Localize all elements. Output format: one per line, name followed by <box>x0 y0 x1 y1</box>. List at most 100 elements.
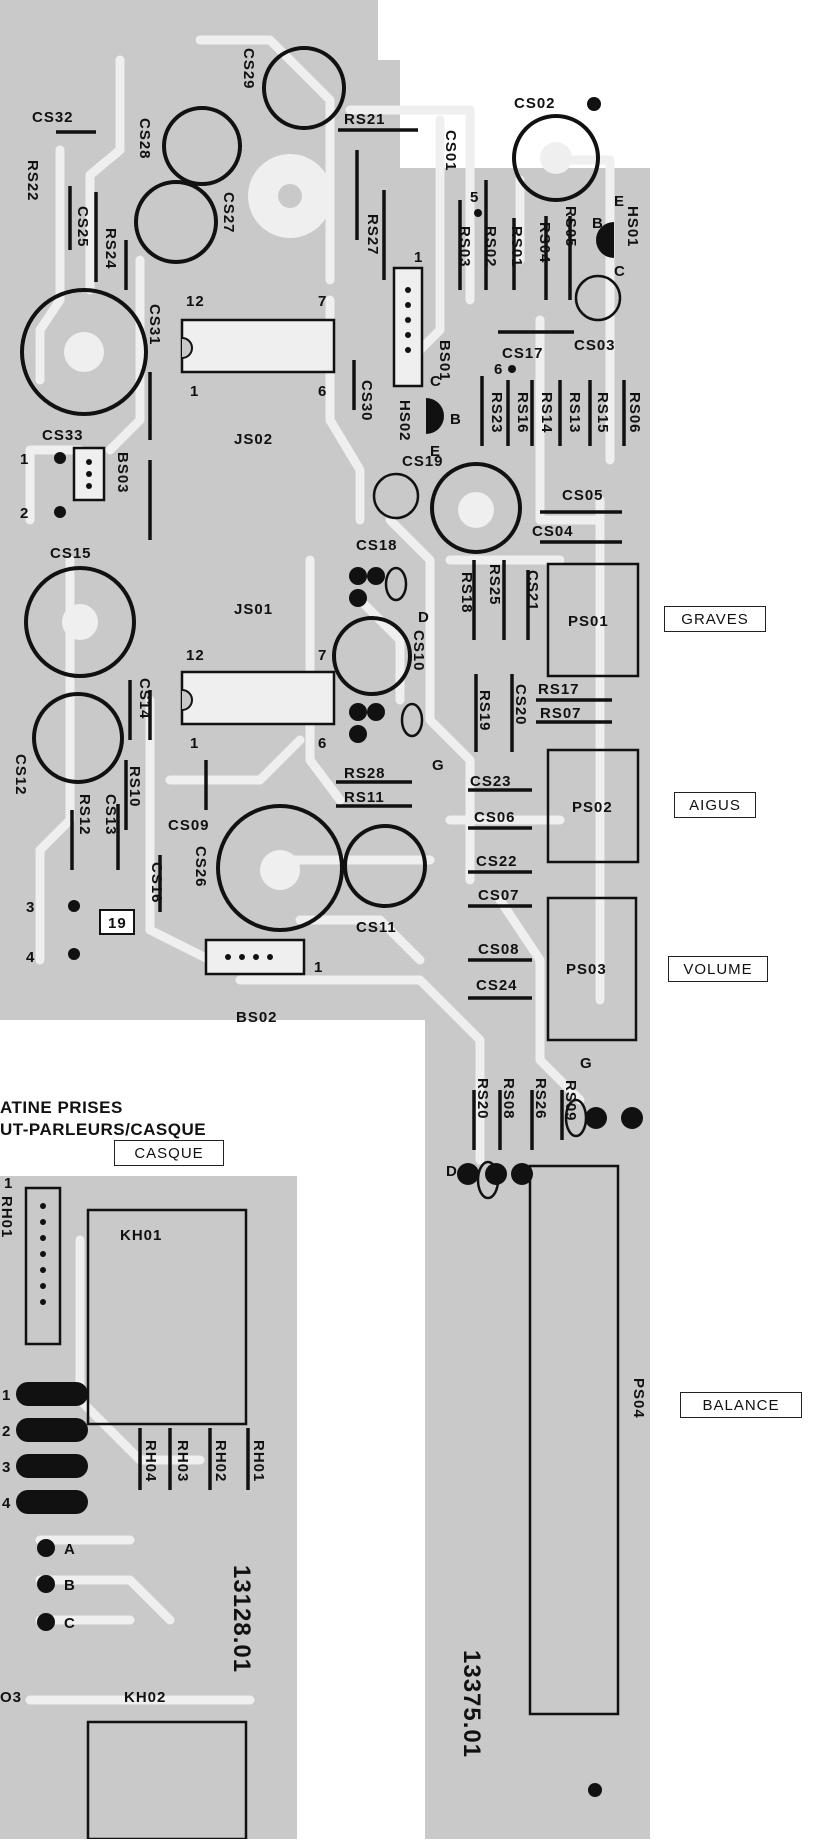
label-kh01: KH01 <box>120 1227 162 1244</box>
label-rs16: RS16 <box>514 392 531 434</box>
pin-6-a: 6 <box>318 383 327 400</box>
pin-5: 5 <box>470 189 479 206</box>
label-rs27: RS27 <box>364 214 381 256</box>
label-badge-19: 19 <box>108 915 127 932</box>
pin-bs01-1: 1 <box>414 249 423 266</box>
label-rs01: RS01 <box>508 226 525 268</box>
pin-12-b: 12 <box>186 647 205 664</box>
pin-d2: D <box>446 1163 458 1180</box>
board-ref-top: 13375.01 <box>458 1650 485 1758</box>
label-cs21: CS21 <box>524 570 541 612</box>
label-cs11: CS11 <box>356 919 397 936</box>
pin-e2: E <box>430 443 441 460</box>
label-cs26: CS26 <box>192 846 209 888</box>
label-hs02: HS02 <box>396 400 413 442</box>
volume-label: VOLUME <box>668 956 768 982</box>
label-cs12: CS12 <box>12 754 29 796</box>
pin-d1: D <box>418 609 430 626</box>
label-cs17: CS17 <box>502 345 544 362</box>
label-rs12: RS12 <box>76 794 93 836</box>
connector-rh <box>24 1186 62 1346</box>
label-rs23: RS23 <box>488 392 505 434</box>
label-rs11: RS11 <box>344 789 385 806</box>
pin-e1: E <box>614 193 625 210</box>
pin-b1: B <box>592 215 604 232</box>
ic-packages <box>180 318 336 726</box>
label-cs22: CS22 <box>476 853 518 870</box>
label-rs14: RS14 <box>538 392 555 434</box>
pot-ps04 <box>528 1164 620 1716</box>
label-cs30: CS30 <box>358 380 375 422</box>
label-rh03: RH03 <box>174 1440 191 1482</box>
label-c: C <box>64 1615 76 1632</box>
label-js02: JS02 <box>234 431 273 448</box>
label-o3: O3 <box>0 1689 22 1706</box>
casque-label: CASQUE <box>114 1140 224 1166</box>
label-rs28: RS28 <box>344 765 386 782</box>
label-a: A <box>64 1541 76 1558</box>
label-cs01: CS01 <box>442 130 459 172</box>
label-rs08: RS08 <box>500 1078 517 1120</box>
label-kh02: KH02 <box>124 1689 166 1706</box>
label-cs32: CS32 <box>32 109 74 126</box>
pin-b2: B <box>450 411 462 428</box>
speaker-terminals <box>16 1382 88 1631</box>
label-rs22: RS22 <box>24 160 41 202</box>
badge-19-box <box>99 909 135 935</box>
row-1: 1 <box>2 1387 11 1404</box>
label-cs25: CS25 <box>74 206 91 248</box>
cap-cs10 <box>332 616 412 696</box>
pin-6: 6 <box>494 361 503 378</box>
label-rs17: RS17 <box>538 681 580 698</box>
label-rs20: RS20 <box>474 1078 491 1120</box>
label-cs20: CS20 <box>512 684 529 726</box>
cap-cs11 <box>343 824 427 908</box>
label-bs02: BS02 <box>236 1009 278 1026</box>
label-cs19: CS19 <box>402 453 444 470</box>
label-ps02: PS02 <box>572 799 613 816</box>
pin-bs02-1: 1 <box>314 959 323 976</box>
jack-kh01 <box>86 1208 248 1426</box>
board-ref-bottom: 13128.01 <box>228 1565 255 1673</box>
label-rs26: RS26 <box>532 1078 549 1120</box>
pin-7-a: 7 <box>318 293 327 310</box>
label-rs24: RS24 <box>102 228 119 270</box>
cap-cs19 <box>430 462 522 554</box>
label-rh04: RH04 <box>142 1440 159 1482</box>
speaker-board-outline <box>0 1176 297 1839</box>
aigus-label: AIGUS <box>674 792 756 818</box>
pot-ps03 <box>546 896 638 1042</box>
label-cs09: CS09 <box>168 817 210 834</box>
cap-cs28 <box>162 106 242 186</box>
pin-6-b: 6 <box>318 735 327 752</box>
pin-out-3: 3 <box>26 899 35 916</box>
label-cs13: CS13 <box>102 794 119 836</box>
label-rs21: RS21 <box>344 111 386 128</box>
cap-cs03 <box>574 274 622 322</box>
label-cs31: CS31 <box>146 304 163 346</box>
label-cs06: CS06 <box>474 809 516 826</box>
label-cs08: CS08 <box>478 941 520 958</box>
graves-label: GRAVES <box>664 606 766 632</box>
pin-cs33-2: 2 <box>20 505 29 522</box>
cap-cs19b <box>372 472 420 520</box>
cap-cs26 <box>216 804 344 932</box>
label-rs15: RS15 <box>594 392 611 434</box>
pin-1-b: 1 <box>190 735 199 752</box>
mounting-dots <box>474 97 602 1797</box>
cap-cs12 <box>32 692 124 784</box>
cap-cs27 <box>134 180 218 264</box>
copper-traces <box>25 35 615 1705</box>
label-rs07: RS07 <box>540 705 582 722</box>
transistor-hs02 <box>426 398 444 434</box>
pin-c2: C <box>430 373 442 390</box>
cap-cs15 <box>24 566 136 678</box>
label-cs10: CS10 <box>410 630 427 672</box>
label-rs13: RS13 <box>566 392 583 434</box>
label-hs01: HS01 <box>624 206 641 248</box>
label-cs33: CS33 <box>42 427 84 444</box>
label-cs14: CS14 <box>136 678 153 720</box>
balance-label: BALANCE <box>680 1392 802 1418</box>
